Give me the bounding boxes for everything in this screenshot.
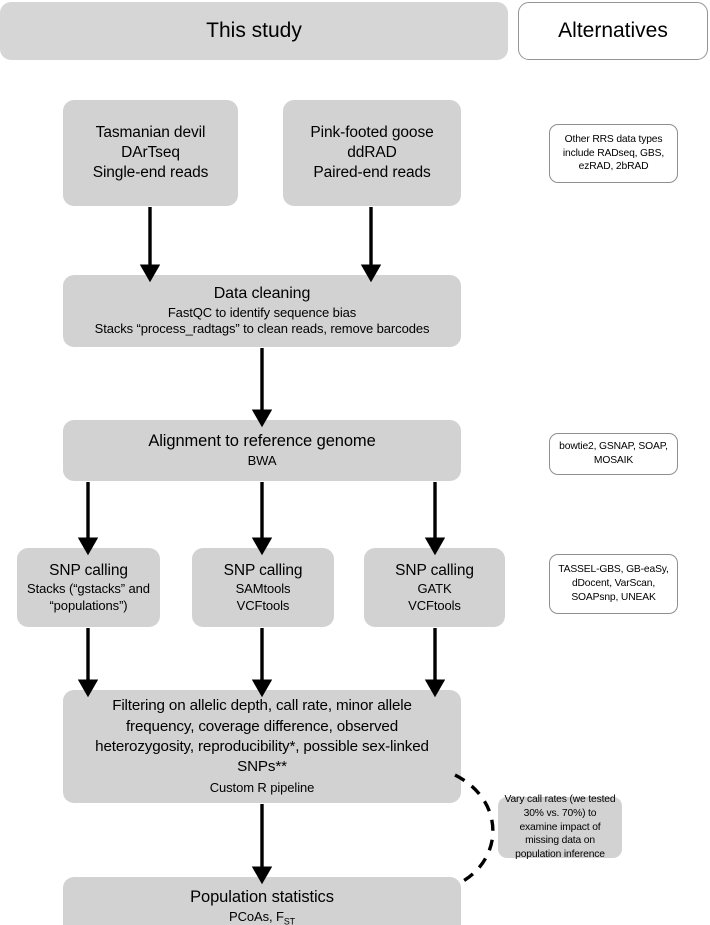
node-snp-gatk-line2: VCFtools: [408, 597, 461, 613]
note-snp-callers-text: TASSEL-GBS, GB-eaSy, dDocent, VarScan, S…: [558, 564, 669, 603]
banner-this-study-label: This study: [206, 19, 302, 42]
node-snp-stacks-line1: Stacks (“gstacks” and: [27, 580, 150, 596]
node-snp-samtools-line1: SAMtools: [235, 580, 291, 596]
note-call-rates: Vary call rates (we tested 30% vs. 70%) …: [498, 794, 622, 860]
note-aligners-text: bowtie2, GSNAP, SOAP, MOSAIK: [559, 441, 668, 466]
note-rrs-data-types: Other RRS data types include RADseq, GBS…: [549, 124, 678, 183]
note-rrs-data-types-text: Other RRS data types include RADseq, GBS…: [562, 133, 665, 173]
node-data-cleaning-line1: FastQC to identify sequence bias: [167, 304, 357, 320]
node-goose-line3: Paired-end reads: [313, 164, 431, 182]
node-snp-stacks-line2: “populations”): [49, 597, 128, 613]
node-filtering: Filtering on allelic depth, call rate, m…: [63, 690, 461, 803]
node-devil-line1: Tasmanian devil: [95, 123, 206, 141]
node-snp-gatk-title: SNP calling: [395, 561, 474, 579]
note-call-rates-text: Vary call rates (we tested 30% vs. 70%) …: [504, 794, 616, 861]
node-popstats-metrics: PCoAs, FST: [229, 909, 295, 925]
node-filtering-body: Filtering on allelic depth, call rate, m…: [95, 697, 429, 776]
node-snp-calling-gatk: SNP calling GATK VCFtools: [364, 548, 505, 627]
node-alignment: Alignment to reference genome BWA: [63, 420, 461, 481]
node-snp-calling-stacks: SNP calling Stacks (“gstacks” and “popul…: [17, 548, 160, 627]
node-tasmanian-devil: Tasmanian devil DArTseq Single-end reads: [63, 100, 238, 206]
node-devil-line3: Single-end reads: [92, 164, 209, 182]
popstats-stat-subscript: ST: [283, 916, 295, 925]
banner-this-study: This study: [0, 2, 508, 60]
banner-alternatives-label: Alternatives: [558, 19, 668, 42]
node-goose-line1: Pink-footed goose: [310, 123, 434, 141]
node-snp-samtools-line2: VCFtools: [236, 597, 290, 613]
node-snp-samtools-title: SNP calling: [223, 561, 303, 579]
node-data-cleaning-line2: Stacks “process_radtags” to clean reads,…: [94, 321, 430, 337]
node-popstats-title: Population statistics: [190, 888, 334, 907]
node-data-cleaning-title: Data cleaning: [213, 284, 311, 302]
node-data-cleaning: Data cleaning FastQC to identify sequenc…: [63, 275, 461, 347]
note-aligners: bowtie2, GSNAP, SOAP, MOSAIK: [549, 433, 678, 475]
node-devil-line2: DArTseq: [121, 143, 180, 161]
banner-alternatives: Alternatives: [518, 2, 708, 60]
node-snp-stacks-title: SNP calling: [49, 561, 128, 579]
node-alignment-tool: BWA: [247, 452, 277, 468]
popstats-stat-prefix: PCoAs, F: [229, 908, 284, 924]
node-goose-line2: ddRAD: [347, 143, 397, 161]
node-pink-footed-goose: Pink-footed goose ddRAD Paired-end reads: [283, 100, 461, 206]
node-filtering-tool: Custom R pipeline: [209, 779, 315, 795]
node-snp-gatk-line1: GATK: [417, 580, 452, 596]
note-snp-callers: TASSEL-GBS, GB-eaSy, dDocent, VarScan, S…: [549, 554, 678, 614]
node-snp-calling-samtools: SNP calling SAMtools VCFtools: [192, 548, 334, 627]
node-alignment-title: Alignment to reference genome: [148, 432, 376, 451]
node-population-statistics: Population statistics PCoAs, FST: [63, 877, 461, 925]
